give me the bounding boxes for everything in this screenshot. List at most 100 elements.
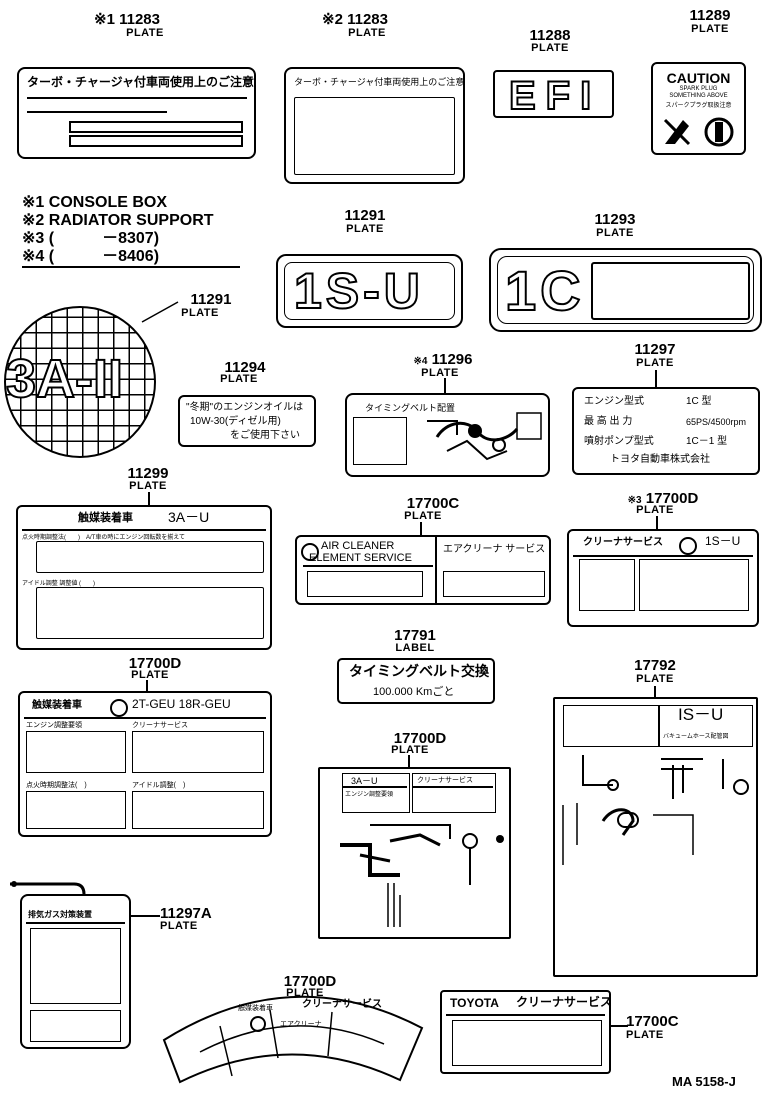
legend-underline	[22, 266, 240, 268]
turbo-caution-plate-radiator: ターボ・チャージャ付車両使用上のご注意	[284, 67, 465, 184]
part-number: ※3 17700D	[627, 490, 699, 507]
part-label: PLATE	[391, 744, 429, 756]
part-label: PLATE	[691, 23, 729, 35]
plate-title: タイミングベルト配置	[365, 403, 456, 413]
engine-model: 1S－U	[705, 534, 741, 548]
spec-label: 最 高 出 力	[584, 416, 633, 427]
engine-model: 2T-GEU 18R-GEU	[132, 697, 231, 711]
caution-line-3: スパークプラグ取扱注意	[665, 103, 732, 109]
engine-3a-ii-round-plate: 3A-II	[4, 306, 156, 458]
part-label: PLATE	[348, 27, 386, 39]
drawing-code: MA 5158-J	[672, 1074, 736, 1089]
part-number: ※4 11296	[413, 351, 473, 368]
part-number: 17700D	[283, 973, 337, 990]
part-label: PLATE	[596, 227, 634, 239]
spec-value: 1C－1 型	[686, 436, 728, 447]
section-label: バキュームホース配管図	[663, 734, 729, 740]
leader-line	[141, 301, 179, 323]
part-number: 17700D	[393, 730, 447, 747]
spec-value: 65PS/4500rpm	[686, 417, 747, 427]
engine-model: IS－U	[678, 705, 724, 724]
vacuum-hose-diagram	[340, 824, 504, 927]
engine-oil-notice-plate: "冬期"のエンジンオイルは 10W-30(ディゼル用) をご使用下さい	[178, 395, 316, 447]
caution-line-2: SOMETHING ABOVE	[669, 93, 728, 99]
part-number: 17792	[634, 657, 676, 674]
part-number: 11297	[634, 341, 676, 358]
part-label: PLATE	[126, 27, 164, 39]
emission-control-tag-plate: 排気ガス対策装置	[20, 894, 131, 1049]
timing-belt-diagram-plate: タイミングベルト配置	[345, 393, 550, 477]
notice-line-1: "冬期"のエンジンオイルは	[186, 402, 304, 413]
part-label: PLATE	[636, 504, 674, 516]
section-label: エンジン調整要領	[345, 792, 394, 798]
plate-title: ターボ・チャージャ付車両使用上のご注意	[294, 77, 465, 87]
toyota-emblem-icon	[110, 699, 128, 717]
warning-pictogram-icon	[663, 117, 734, 147]
engine-model: 3A－U	[168, 509, 210, 525]
part-number: ※1 11283	[94, 11, 160, 28]
leader-line	[146, 680, 148, 692]
toyota-emblem-icon	[679, 537, 697, 555]
plate-header: 触媒装着車	[238, 1005, 273, 1012]
part-label: PLATE	[220, 373, 258, 385]
manufacturer: トヨタ自動車株式会社	[610, 454, 710, 465]
part-number: 11291	[344, 207, 386, 224]
part-number: 11294	[224, 359, 266, 376]
part-label: PLATE	[129, 480, 167, 492]
engine-model: 3A－U	[351, 776, 378, 786]
service-title-en: ELEMENT SERVICE	[309, 552, 412, 564]
legend-row: ※1 CONSOLE BOX	[22, 194, 167, 211]
part-label: PLATE	[181, 307, 219, 319]
service-title-jp: クリーナサービス	[516, 995, 613, 1009]
spec-label: 噴射ポンプ型式	[584, 436, 654, 447]
engine-spec-plate: エンジン型式 1C 型 最 高 出 力 65PS/4500rpm 噴射ポンプ型式…	[572, 387, 760, 475]
part-number: 11297A	[160, 905, 212, 922]
lock-strap-icon	[10, 881, 86, 900]
spec-label: エンジン型式	[584, 396, 644, 407]
leader-line	[654, 686, 656, 698]
part-number: 17700C	[406, 495, 460, 512]
leader-line	[148, 492, 150, 506]
plate-header: 触媒装着車	[32, 700, 82, 711]
cleaner-service-plate-2t-geu: 触媒装着車 2T-GEU 18R-GEU エンジン調整要領 クリーナサービス 点…	[18, 691, 272, 837]
vacuum-diagram-plate-3a-u: 3A－U エンジン調整要領 クリーナサービス	[318, 767, 511, 939]
part-number: 11291	[190, 291, 232, 308]
section-label: エンジン調整要領	[26, 722, 82, 729]
label-line-1: タイミングベルト交換	[349, 663, 489, 679]
engine-code-lettering: 1C	[504, 258, 585, 323]
vacuum-hose-diagram	[562, 755, 749, 865]
engine-1s-u-plate: 1S-U	[276, 254, 463, 328]
turbo-caution-plate-console: ターボ・チャージャ付車両使用上のご注意	[17, 67, 256, 159]
leader-line	[408, 755, 410, 768]
air-cleaner-service-plate: AIR CLEANER ELEMENT SERVICE エアクリーナ サービス	[295, 535, 551, 605]
part-number: 17700D	[128, 655, 182, 672]
section-label: アイドル調整( )	[132, 782, 186, 789]
leader-line	[656, 516, 658, 530]
spark-plug-caution-plate: CAUTION SPARK PLUG SOMETHING ABOVE スパークプ…	[651, 62, 746, 155]
service-title-jp: クリーナサービス	[583, 537, 663, 548]
part-label: PLATE	[531, 42, 569, 54]
arched-cleaner-service-plate	[162, 995, 424, 1084]
timing-belt-diagram	[427, 412, 542, 461]
vacuum-diagram-plate-1s-u: IS－U バキュームホース配管図	[553, 697, 758, 977]
part-number: 11288	[529, 27, 571, 44]
part-number: 11289	[689, 7, 731, 24]
section-label: 点火時期調整法( )	[26, 782, 87, 789]
label-line-2: 100.000 Kmごと	[373, 686, 455, 698]
caution-line-1: SPARK PLUG	[679, 86, 718, 92]
part-label: PLATE	[346, 223, 384, 235]
service-title-en: AIR CLEANER	[321, 540, 395, 552]
toyota-cleaner-service-plate: TOYOTA クリーナサービス	[440, 990, 613, 1074]
engine-code-lettering: 3A-II	[6, 348, 124, 410]
service-title-jp: クリーナサービス	[417, 777, 473, 784]
section-label: アイドル調整 調整値 ( )	[22, 581, 96, 587]
leader-line	[610, 1025, 628, 1027]
leader-line	[420, 522, 422, 536]
part-label: PLATE	[636, 357, 674, 369]
legend-row: ※3 ( －8307)	[22, 230, 160, 247]
section-label: クリーナサービス	[132, 722, 188, 729]
section-label: エアクリーナ	[280, 1021, 322, 1028]
cleaner-service-plate-1s-u: クリーナサービス 1S－U	[567, 529, 759, 627]
part-number: 17791	[394, 627, 436, 644]
service-title-jp: クリーナサービス	[302, 999, 382, 1010]
